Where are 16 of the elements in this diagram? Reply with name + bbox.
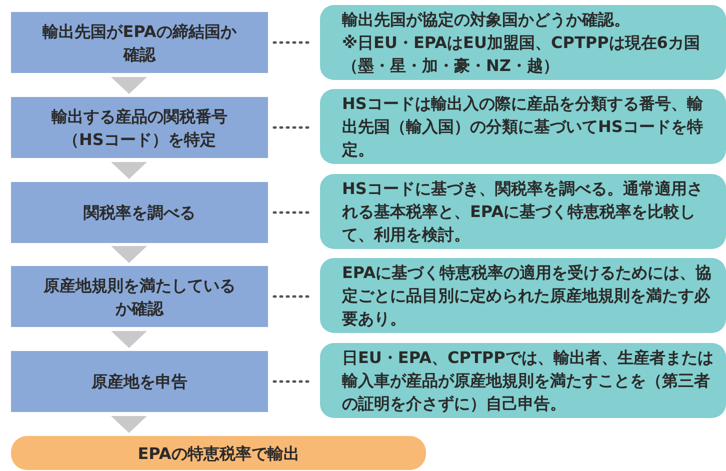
result-box: EPAの特恵税率で輸出 <box>11 436 426 470</box>
note-panel: 輸出先国が協定の対象国かどうか確認。 ※日EU・EPAはEU加盟国、CPTPPは現在6カ国（墨・星・加・豪・NZ・越） <box>320 5 726 80</box>
step-box: 原産地規則を満たしているか確認 <box>11 266 268 327</box>
chevron-arrow <box>111 414 147 433</box>
note-panel: HSコードに基づき、関税率を調べる。通常適用される基本税率と、EPAに基づく特恵税率を比較して、利用を検討。 <box>320 174 726 249</box>
chevron-arrow <box>111 329 147 348</box>
step-box: 原産地を申告 <box>11 351 268 412</box>
note-panel: HSコードは輸出入の際に産品を分類する番号、輸出先国（輸入国）の分類に基づいてHSコードを特定。 <box>320 89 726 164</box>
step-box: 輸出先国がEPAの締結国か確認 <box>11 12 268 73</box>
chevron-arrow <box>111 160 147 179</box>
step-box: 輸出する産品の関税番号（HSコード）を特定 <box>11 97 268 158</box>
chevron-arrow <box>111 75 147 94</box>
note-panel: 日EU・EPA、CPTPPでは、輸出者、生産者または輸入車が産品が原産地規則を満たすことを（第三者の証明を介さずに）自己申告。 <box>320 343 726 418</box>
note-panel: EPAに基づく特恵税率の適用を受けるためには、協定ごとに品目別に定められた原産地規則を満たす必要あり。 <box>320 258 726 333</box>
step-box: 関税率を調べる <box>11 182 268 243</box>
chevron-arrow <box>111 245 147 263</box>
